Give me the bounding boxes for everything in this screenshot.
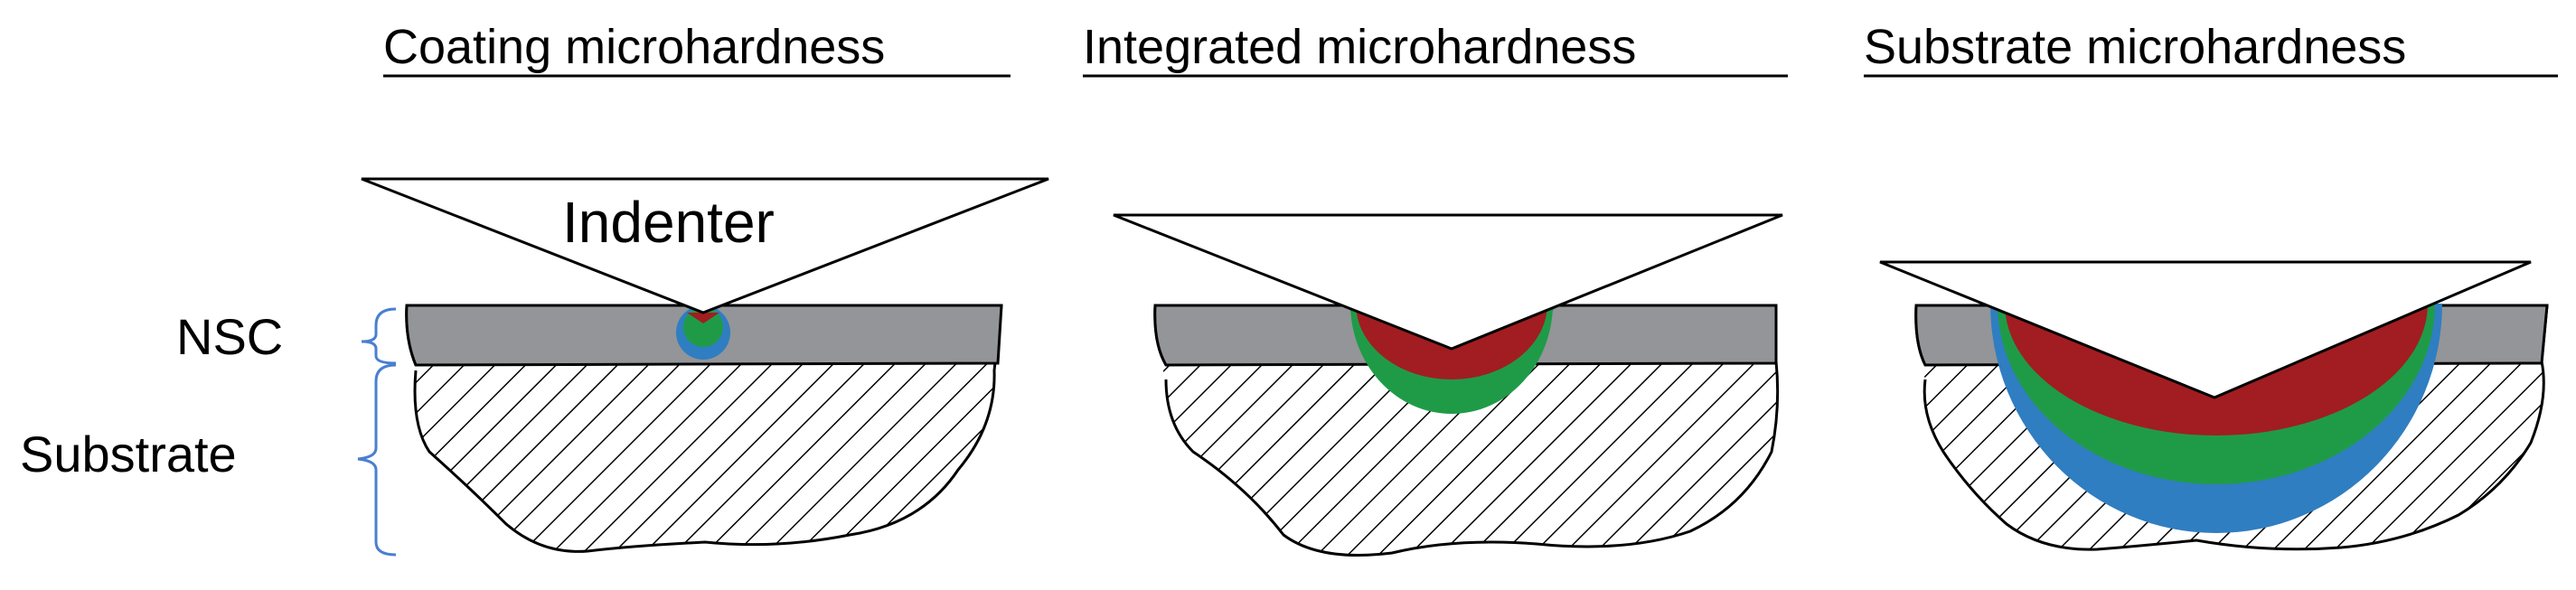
panel-integrated — [1113, 213, 1783, 557]
panel-coating: Indenter — [361, 177, 1049, 553]
panel-substrate — [1879, 260, 2549, 551]
panel-title-integrated: Integrated microhardness — [1083, 20, 1636, 74]
coating-label: NSC — [176, 308, 283, 365]
coating-bracket — [361, 307, 397, 365]
panel-title-coating: Coating microhardness — [383, 20, 885, 74]
indenter — [1113, 213, 1783, 351]
deformation-zone — [676, 305, 730, 360]
substrate-hatch — [406, 361, 1001, 552]
panel-title-substrate: Substrate microhardness — [1864, 20, 2406, 74]
indenter-label: Indenter — [562, 190, 775, 255]
indenter — [361, 177, 1049, 314]
substrate-bracket — [357, 363, 397, 557]
indenter — [1879, 260, 2532, 399]
substrate-label: Substrate — [20, 426, 237, 482]
